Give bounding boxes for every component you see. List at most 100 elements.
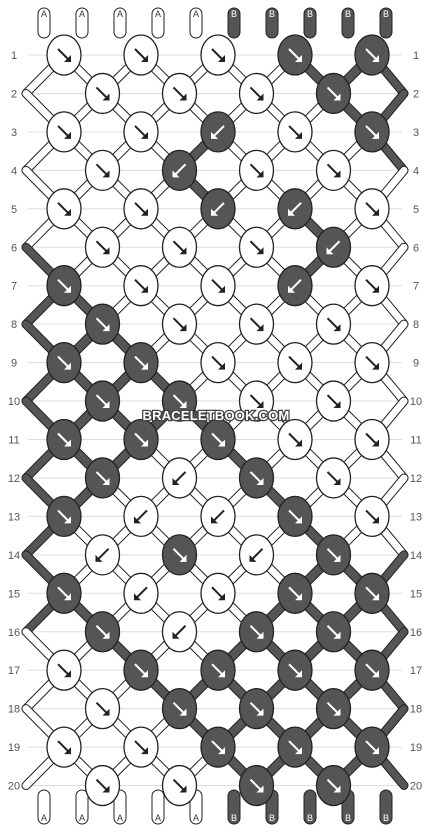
row-number-right: 3 (413, 127, 419, 139)
arrow-head-icon (333, 401, 341, 409)
row-number-right: 19 (410, 742, 422, 754)
knot (315, 149, 352, 192)
knot (354, 495, 390, 538)
arrow-down-left-icon (173, 163, 187, 177)
knot (277, 495, 313, 538)
strand-label-top: A (41, 9, 47, 19)
arrow-down-right-icon (326, 548, 340, 561)
arrow-head-icon (102, 708, 110, 716)
arrow-down-right-icon (134, 663, 147, 676)
knot (354, 418, 390, 461)
strand-label-bottom: A (155, 813, 161, 823)
arrow-down-right-icon (365, 586, 378, 600)
knot (123, 649, 159, 691)
arrow-head-icon (179, 247, 187, 255)
row-number-left: 5 (11, 204, 17, 216)
knot (354, 726, 390, 768)
arrow-down-right-icon (57, 509, 70, 523)
strand-label-top: A (155, 9, 161, 19)
arrow-head-icon (172, 170, 180, 178)
arrow-head-icon (333, 170, 341, 178)
arrow-head-icon (372, 439, 379, 447)
strand-tail-top (265, 7, 279, 39)
knot (315, 534, 352, 576)
arrow-down-left-icon (135, 509, 148, 523)
arrow-down-right-icon (288, 509, 301, 523)
arrow-down-right-icon (95, 701, 109, 715)
strand-tail-bottom (151, 789, 165, 825)
arrow-down-right-icon (57, 432, 70, 446)
arrow-head-icon (141, 670, 148, 678)
arrow-down-right-icon (211, 586, 224, 600)
knot (200, 341, 236, 384)
arrow-head-icon (333, 631, 341, 639)
arrow-down-left-icon (289, 278, 302, 292)
arrow-head-icon (372, 55, 379, 62)
arrow-head-icon (64, 747, 71, 755)
knot (84, 149, 121, 192)
strand-label-top: A (193, 9, 199, 19)
row-number-left: 9 (11, 358, 17, 370)
knot (238, 611, 275, 653)
knot (46, 649, 82, 691)
arrow-head-icon (141, 285, 148, 293)
row-number-right: 16 (410, 627, 422, 639)
strand-tail-bottom (379, 789, 393, 825)
knot (315, 457, 352, 499)
knot (238, 303, 275, 345)
arrow-down-right-icon (57, 355, 70, 369)
row-number-right: 1 (413, 50, 419, 62)
arrow-down-right-icon (365, 663, 378, 676)
knot (123, 265, 159, 307)
knot (84, 72, 121, 115)
knot (46, 572, 82, 614)
arrow-head-icon (333, 708, 341, 716)
arrow-down-right-icon (57, 278, 70, 292)
arrow-down-right-icon (326, 625, 340, 638)
knot (161, 303, 198, 345)
arrow-head-icon (333, 324, 341, 332)
arrow-head-icon (333, 785, 341, 793)
knot (315, 72, 352, 115)
arrow-down-right-icon (211, 432, 224, 446)
row-number-left: 18 (8, 704, 20, 716)
arrow-head-icon (295, 362, 302, 370)
row-number-right: 8 (413, 319, 419, 331)
arrow-head-icon (295, 670, 302, 678)
knot (123, 34, 159, 76)
row-number-right: 5 (413, 204, 419, 216)
row-number-left: 14 (8, 550, 20, 562)
arrow-head-icon (179, 554, 187, 562)
knot (200, 188, 236, 230)
arrow-head-icon (256, 247, 264, 255)
arrow-head-icon (102, 247, 110, 255)
row-number-left: 17 (8, 665, 20, 677)
row-number-right: 13 (410, 511, 422, 523)
arrow-down-right-icon (326, 317, 340, 330)
arrow-down-right-icon (365, 278, 378, 292)
knot (84, 688, 121, 730)
strand-tail-top (341, 7, 355, 39)
arrow-down-right-icon (95, 394, 109, 407)
arrow-down-right-icon (134, 48, 147, 61)
row-number-left: 19 (8, 742, 20, 754)
strand-tail-top (113, 7, 127, 39)
knot (200, 418, 236, 461)
arrow-head-icon (333, 554, 341, 562)
strand-tail-top (227, 7, 241, 39)
row-number-left: 6 (11, 242, 17, 254)
knot (315, 226, 352, 268)
arrow-down-left-icon (250, 548, 264, 561)
strand-label-bottom: B (231, 813, 237, 823)
arrow-down-right-icon (134, 202, 147, 215)
knot (46, 265, 82, 307)
knot (123, 111, 159, 153)
arrow-down-right-icon (249, 778, 263, 792)
arrow-down-right-icon (172, 317, 186, 330)
arrow-head-icon (102, 477, 110, 485)
knot (46, 495, 82, 538)
strand-label-bottom: B (345, 813, 351, 823)
row-number-right: 6 (413, 242, 419, 254)
arrow-head-icon (256, 708, 264, 716)
knot (354, 649, 390, 691)
